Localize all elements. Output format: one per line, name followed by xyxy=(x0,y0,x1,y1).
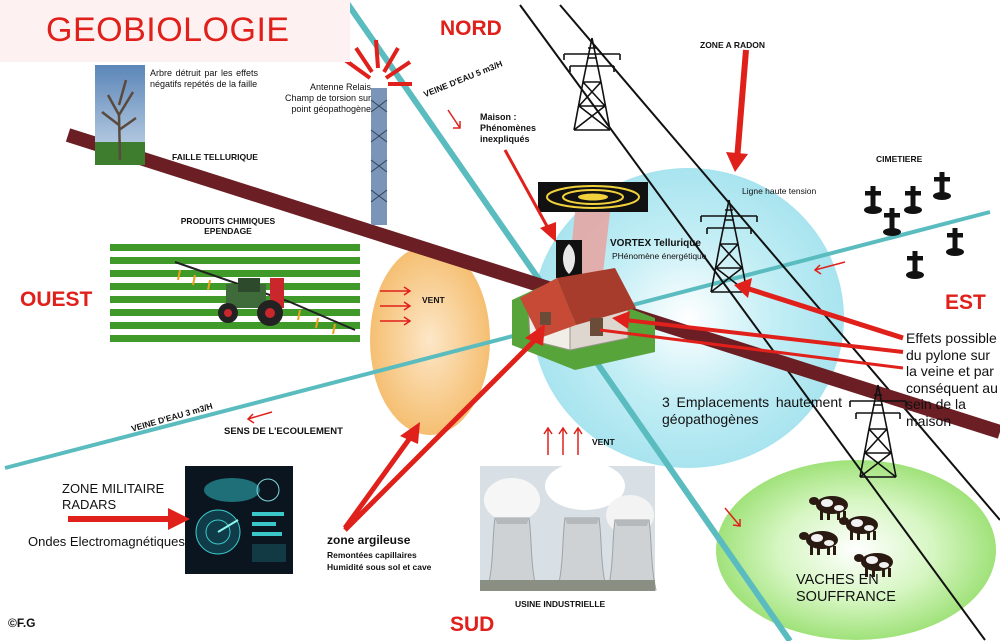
capillary-label: Remontées capillaires xyxy=(327,550,417,560)
red-arrows xyxy=(68,49,904,532)
radon-zone-label: ZONE A RADON xyxy=(700,40,766,50)
industrial-plant-label: USINE INDUSTRIELLE xyxy=(515,599,606,609)
cross-icon xyxy=(883,208,901,236)
cross-icon xyxy=(904,186,922,214)
vortex-zone xyxy=(532,168,844,468)
military-zone-label: ZONE MILITAIRE RADARS xyxy=(62,481,165,512)
antenna-caption: Antenne Relais Champ de torsion sur poin… xyxy=(284,82,371,114)
high-voltage-label: Ligne haute tension xyxy=(742,186,817,196)
vortex-title: VORTEX Tellurique xyxy=(610,238,701,249)
humidity-label: Humidité sous sol et cave xyxy=(327,562,432,572)
clay-zone-label: zone argileuse xyxy=(327,533,411,547)
tree-caption: Arbre détruit par les effets négatifs re… xyxy=(150,68,258,89)
cemetery-label: CIMETIERE xyxy=(876,154,923,164)
water-vein-3-line xyxy=(4,210,991,470)
tractor xyxy=(174,261,356,335)
house-caption: Maison : Phénomènes inexpliqués xyxy=(480,112,537,144)
industrial-plant-photo xyxy=(480,462,657,591)
west-label: OUEST xyxy=(20,288,93,311)
pylon-effects-caption: Effets possible du pylone sur la veine e… xyxy=(906,330,998,429)
tree-photo xyxy=(95,65,145,165)
wind-west-label: VENT xyxy=(422,295,445,305)
north-label: NORD xyxy=(440,17,502,40)
vortex-subtitle: PHénomène énergétique xyxy=(612,251,707,261)
vortex-spiral xyxy=(538,182,648,282)
antenna-tower xyxy=(343,39,412,225)
wind-clay-zone xyxy=(370,245,490,435)
pasture-zone xyxy=(716,460,996,640)
geopathogenic-spots-caption: 3 Emplacements hautement géopathogènes xyxy=(662,394,842,427)
cross-icon xyxy=(906,251,924,279)
suffering-cows-label: VACHES EN SOUFFRANCE xyxy=(796,572,896,606)
wind-south-label: VENT xyxy=(592,437,615,447)
page-title: GEOBIOLOGIE xyxy=(46,11,290,49)
flow-direction-label: SENS DE L'ECOULEMENT xyxy=(224,426,343,437)
chemicals-label: PRODUITS CHIMIQUES EPENDAGE xyxy=(180,216,276,237)
wind-arrows xyxy=(246,109,846,527)
telluric-fault-line xyxy=(65,128,1000,439)
radar-screen xyxy=(185,466,293,574)
electromagnetic-label: Ondes Electromagnétiques xyxy=(28,534,185,549)
copyright-label: ©F.G xyxy=(8,616,36,630)
south-label: SUD xyxy=(450,613,495,636)
cross-icon xyxy=(946,228,964,256)
pylon-north xyxy=(563,37,621,131)
title-box: GEOBIOLOGIE xyxy=(0,0,350,62)
cross-icon xyxy=(864,186,882,214)
fault-label: FAILLE TELLURIQUE xyxy=(172,152,258,162)
east-label: EST xyxy=(945,291,986,314)
power-line-2 xyxy=(559,4,1000,521)
house xyxy=(512,268,655,370)
cross-icon xyxy=(933,172,951,200)
